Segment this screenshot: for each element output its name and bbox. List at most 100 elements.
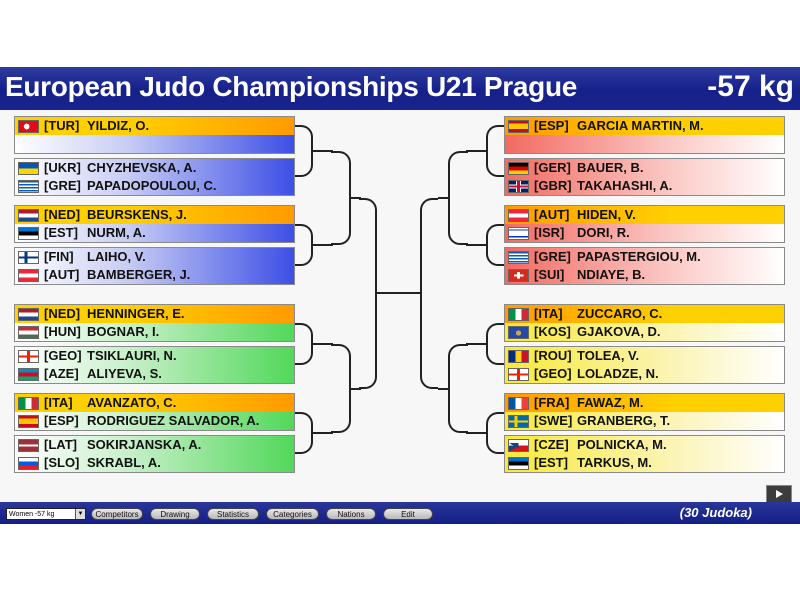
nation-code: [CZE] [534,437,569,452]
pool-box: [NED]BEURSKENS, J.[EST]NURM, A. [14,205,295,243]
bracket-line [486,125,504,177]
competitor-row[interactable]: [GEO]LOLADZE, N. [505,365,784,383]
flag-icon [18,180,39,193]
category-select[interactable]: Women -57 kg ▼ [6,508,86,520]
competitor-label: [KOS]GJAKOVA, D. [534,324,661,339]
competitor-name: TOLEA, V. [577,348,640,363]
flag-icon [18,120,39,133]
drawing-button[interactable]: Drawing [150,508,200,520]
pool-box: [UKR]CHYZHEVSKA, A. [GRE]PAPADOPOULOU, C. [14,158,295,196]
flag-icon [508,209,529,222]
competitor-row[interactable]: [CZE]POLNICKA, M. [505,436,784,454]
competitor-row[interactable]: [UKR]CHYZHEVSKA, A. [15,159,294,177]
competitor-row[interactable]: [EST]NURM, A. [15,224,294,242]
pool-box: [FRA]FAWAZ, M.[SWE] GRANBERG, T. [504,393,785,431]
nation-code: [UKR] [44,160,81,175]
competitor-row[interactable]: [HUN]BOGNAR, I. [15,323,294,341]
competitor-label: [EST]NURM, A. [44,225,146,240]
competitor-label: [ESP]GARCIA MARTIN, M. [534,118,704,133]
competitor-row[interactable]: [ESP]RODRIGUEZ SALVADOR, A. [15,412,294,430]
competitor-row[interactable]: [KOS]GJAKOVA, D. [505,323,784,341]
competitor-row[interactable]: [TUR]YILDIZ, O. [15,117,294,135]
bracket-line [351,387,361,390]
competitor-label: [UKR]CHYZHEVSKA, A. [44,160,196,175]
competitor-row[interactable]: [GRE]PAPASTERGIOU, M. [505,248,784,266]
nation-code: [ROU] [534,348,572,363]
flag-icon [508,368,529,381]
competitor-row[interactable]: [GER]BAUER, B. [505,159,784,177]
flag-icon [508,227,529,240]
flag-icon [18,397,39,410]
competitor-row[interactable]: [GEO]TSIKLAURI, N. [15,347,294,365]
nation-code: [TUR] [44,118,80,133]
competitor-row[interactable]: [GBR]TAKAHASHI, A. [505,177,784,195]
competitors-button[interactable]: Competitors [91,508,143,520]
competitor-name: HIDEN, V. [577,207,636,222]
edit-button[interactable]: Edit [383,508,433,520]
category-select-value: Women -57 kg [9,511,55,518]
nation-code: [GEO] [44,348,82,363]
competitor-row[interactable]: [SLO]SKRABL, A. [15,454,294,472]
judoka-count: (30 Judoka) [679,505,752,520]
competitor-label: [EST]TARKUS, M. [534,455,652,470]
competitor-row[interactable]: [SUI]NDIAYE, B. [505,266,784,284]
nation-code: [GEO] [534,366,572,381]
bracket-line [448,151,468,245]
pool-box: [ITA]AVANZATO, C.[ESP]RODRIGUEZ SALVADOR… [14,393,295,431]
competitor-name: FAWAZ, M. [577,395,644,410]
bracket-line [486,412,504,454]
competitor-label: [LAT]SOKIRJANSKA, A. [44,437,201,452]
competitor-row[interactable]: [AUT]BAMBERGER, J. [15,266,294,284]
competitor-row[interactable]: [FRA]FAWAZ, M. [505,394,784,412]
flag-icon [18,251,39,264]
nation-code: [SWE] [534,413,573,428]
competitor-row[interactable]: [AUT] HIDEN, V. [505,206,784,224]
categories-button[interactable]: Categories [266,508,319,520]
chevron-down-icon[interactable]: ▼ [75,509,85,519]
pool-box: [ROU] TOLEA, V. [GEO]LOLADZE, N. [504,346,785,384]
competitor-row[interactable]: [ROU] TOLEA, V. [505,347,784,365]
competitor-label: [AZE]ALIYEVA, S. [44,366,162,381]
bracket-line [466,150,486,152]
competitor-row[interactable]: [GRE]PAPADOPOULOU, C. [15,177,294,195]
bracket-line [313,343,333,345]
nation-code: [AZE] [44,366,79,381]
competitor-label: [ISR]DORI, R. [534,225,630,240]
competitor-row[interactable]: [LAT]SOKIRJANSKA, A. [15,436,294,454]
competitor-label: [SLO]SKRABL, A. [44,455,161,470]
nation-code: [GRE] [534,249,571,264]
pool-box: [AUT] HIDEN, V. [ISR]DORI, R. [504,205,785,243]
competitor-name: GRANBERG, T. [577,413,671,428]
bracket-line [438,197,448,199]
nations-button[interactable]: Nations [326,508,376,520]
competitor-row[interactable]: [FIN]LAIHO, V. [15,248,294,266]
nation-code: [KOS] [534,324,571,339]
competitor-label: [GEO]TSIKLAURI, N. [44,348,177,363]
nation-code: [AUT] [534,207,570,222]
competitor-row[interactable]: [SWE] GRANBERG, T. [505,412,784,430]
nation-code: [AUT] [44,267,80,282]
bracket-line [295,323,313,365]
bracket-line [466,432,486,434]
competitor-label: [GEO]LOLADZE, N. [534,366,659,381]
flag-icon [508,326,529,339]
competitor-row[interactable]: [ITA]AVANZATO, C. [15,394,294,412]
competitor-row[interactable]: [EST]TARKUS, M. [505,454,784,472]
competitor-row[interactable]: [ESP]GARCIA MARTIN, M. [505,117,784,135]
competitor-row[interactable]: [AZE]ALIYEVA, S. [15,365,294,383]
statistics-button[interactable]: Statistics [207,508,259,520]
bracket-line [313,432,333,434]
competitor-label: [ESP]RODRIGUEZ SALVADOR, A. [44,413,259,428]
bracket-line [359,198,377,389]
competitor-row[interactable]: [NED]HENNINGER, E. [15,305,294,323]
competitor-row[interactable]: [NED]BEURSKENS, J. [15,206,294,224]
nation-code: [ESP] [534,118,569,133]
nation-code: [NED] [44,306,81,321]
nation-code: [HUN] [44,324,81,339]
bracket-line [466,244,486,246]
bracket-line [295,412,313,454]
competitor-name: TAKAHASHI, A. [577,178,673,193]
competitor-row[interactable]: [ISR]DORI, R. [505,224,784,242]
competitor-name: NDIAYE, B. [577,267,646,282]
competitor-row[interactable]: [ITA]ZUCCARO, C. [505,305,784,323]
